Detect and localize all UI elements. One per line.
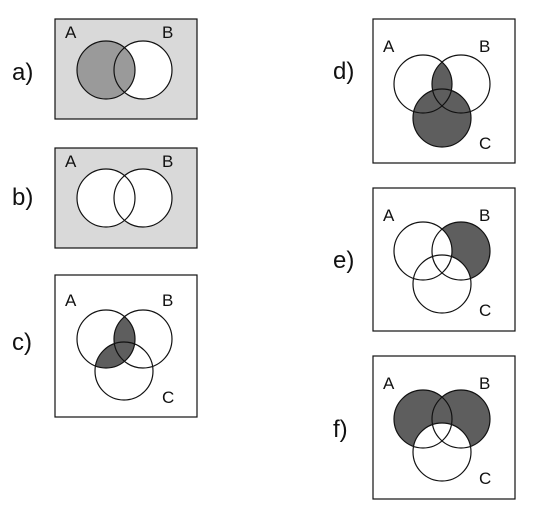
set-a-outline [393,221,453,281]
set-label-b: B [162,23,173,42]
panel-label: c) [12,329,32,356]
set-c-outline [94,341,154,401]
panel-label: e) [333,247,354,274]
set-b-outline [431,389,491,449]
set-b-outline [113,168,173,228]
set-c-region [413,423,471,481]
panel-c: c) A B C [12,274,198,418]
panel-label: f) [333,416,348,443]
panel-label: d) [333,58,354,85]
a-intersect-b-region [432,55,452,113]
set-b-outline [431,221,491,281]
set-c-outline [412,422,472,482]
a-intersect-b-region [114,41,135,99]
set-label-a: A [65,291,77,310]
set-label-a: A [383,374,395,393]
set-a-outline [76,168,136,228]
panel-b: b) A B [12,147,198,249]
set-b-circle [114,169,172,227]
panel-label: b) [12,184,33,211]
set-c-outline [412,88,472,148]
set-label-b: B [479,206,490,225]
set-label-a: A [383,37,395,56]
panel-label: a) [12,59,33,86]
b-intersect-c-region [432,255,471,280]
set-b-outline [113,40,173,100]
set-label-c: C [479,469,491,488]
set-label-c: C [479,134,491,153]
set-label-a: A [65,152,77,171]
set-label-a: A [65,23,77,42]
set-c-outline [412,254,472,314]
set-label-c: C [162,388,174,407]
set-a-outline [393,389,453,449]
panel-e: e) A B C [333,187,516,332]
set-a-outline [393,54,453,114]
set-label-b: B [162,152,173,171]
set-b-outline [113,309,173,369]
set-label-c: C [479,301,491,320]
panel-a: a) A B [12,18,198,120]
set-b-outline [431,54,491,114]
set-label-b: B [162,291,173,310]
a-intersect-c-not-b-region [95,342,135,368]
set-label-b: B [479,374,490,393]
set-a-outline [76,309,136,369]
set-label-a: A [383,206,395,225]
panel-d: d) A B C [333,18,516,164]
a-intersect-b-region [114,310,135,368]
panel-f: f) A B C [333,355,516,500]
set-c-region [413,89,471,147]
set-label-b: B [479,37,490,56]
set-a-outline [76,40,136,100]
